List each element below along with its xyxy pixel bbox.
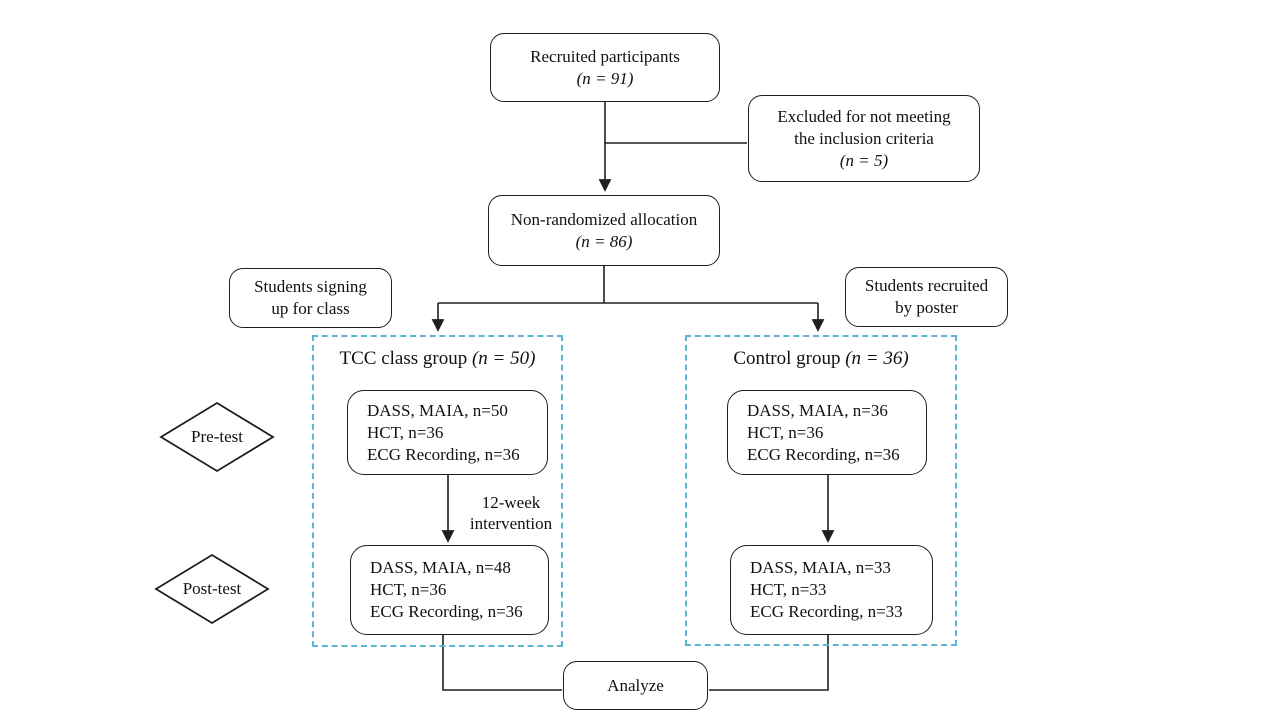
excluded-box: Excluded for not meeting the inclusion c…: [748, 95, 980, 182]
intervention-label: 12-week intervention: [452, 492, 570, 534]
recruited-box: Recruited participants (n = 91): [490, 33, 720, 102]
right-source-box: Students recruited by poster: [845, 267, 1008, 327]
tcc-group-title-text: TCC class group: [339, 348, 468, 369]
left-source-line2: up for class: [271, 299, 350, 318]
tcc-posttest-line: HCT, n=36: [370, 580, 447, 599]
excluded-line1: Excluded for not meeting: [777, 106, 951, 126]
control-group-title: Control group (n = 36): [687, 348, 955, 370]
right-source-line2: by poster: [895, 298, 958, 317]
line-control-to-analyze: [709, 635, 829, 691]
control-group-n: (n = 36): [845, 348, 908, 369]
control-pretest-line: DASS, MAIA, n=36: [747, 400, 888, 420]
tcc-posttest-line: DASS, MAIA, n=48: [370, 558, 511, 577]
control-group-title-text: Control group: [733, 348, 841, 369]
tcc-group-n-value: (n = 50): [471, 348, 536, 369]
tcc-group-container: TCC class group (n = 50): [312, 335, 563, 647]
excluded-n: (n = 5): [839, 150, 889, 170]
allocation-n: (n = 86): [575, 231, 633, 251]
control-pretest-line: ECG Recording, n=36: [747, 444, 900, 464]
tcc-posttest-box: DASS, MAIA, n=48 HCT, n=36 ECG Recording…: [350, 545, 549, 635]
control-pretest-box: DASS, MAIA, n=36 HCT, n=36 ECG Recording…: [727, 390, 927, 475]
analyze-label: Analyze: [607, 675, 664, 695]
posttest-label: Post-test: [182, 579, 242, 598]
excluded-line2: the inclusion criteria: [794, 128, 934, 148]
pretest-diamond: [159, 401, 275, 473]
tcc-pretest-line: HCT, n=36: [367, 422, 444, 442]
control-posttest-line: DASS, MAIA, n=33: [750, 558, 891, 577]
tcc-group-title: TCC class group (n = 50): [314, 348, 561, 370]
allocation-label: Non-randomized allocation: [510, 209, 698, 229]
allocation-box: Non-randomized allocation (n = 86): [488, 195, 720, 266]
control-pretest-line: HCT, n=36: [747, 422, 824, 442]
intervention-line1: 12-week: [481, 493, 541, 512]
control-group-n-value: (n = 36): [845, 348, 909, 369]
tcc-posttest-line: ECG Recording, n=36: [370, 602, 523, 621]
tcc-pretest-line: DASS, MAIA, n=50: [367, 400, 508, 420]
recruited-label: Recruited participants: [530, 46, 680, 66]
line-tcc-to-analyze: [442, 635, 562, 691]
pretest-label: Pre-test: [191, 427, 243, 446]
left-source-box: Students signing up for class: [229, 268, 392, 328]
intervention-line2: intervention: [469, 514, 553, 533]
left-source-line1: Students signing: [254, 277, 367, 296]
tcc-pretest-box: DASS, MAIA, n=50 HCT, n=36 ECG Recording…: [347, 390, 548, 475]
control-group-container: Control group (n = 36): [685, 335, 957, 646]
control-posttest-line: ECG Recording, n=33: [750, 602, 903, 621]
recruited-n: (n = 91): [576, 68, 634, 88]
control-posttest-box: DASS, MAIA, n=33 HCT, n=33 ECG Recording…: [730, 545, 933, 635]
tcc-group-n: (n = 50): [472, 348, 535, 369]
tcc-pretest-line: ECG Recording, n=36: [367, 444, 520, 464]
right-source-line1: Students recruited: [864, 276, 989, 295]
posttest-diamond: [154, 553, 270, 625]
analyze-box: Analyze: [563, 661, 708, 710]
control-posttest-line: HCT, n=33: [750, 580, 827, 599]
